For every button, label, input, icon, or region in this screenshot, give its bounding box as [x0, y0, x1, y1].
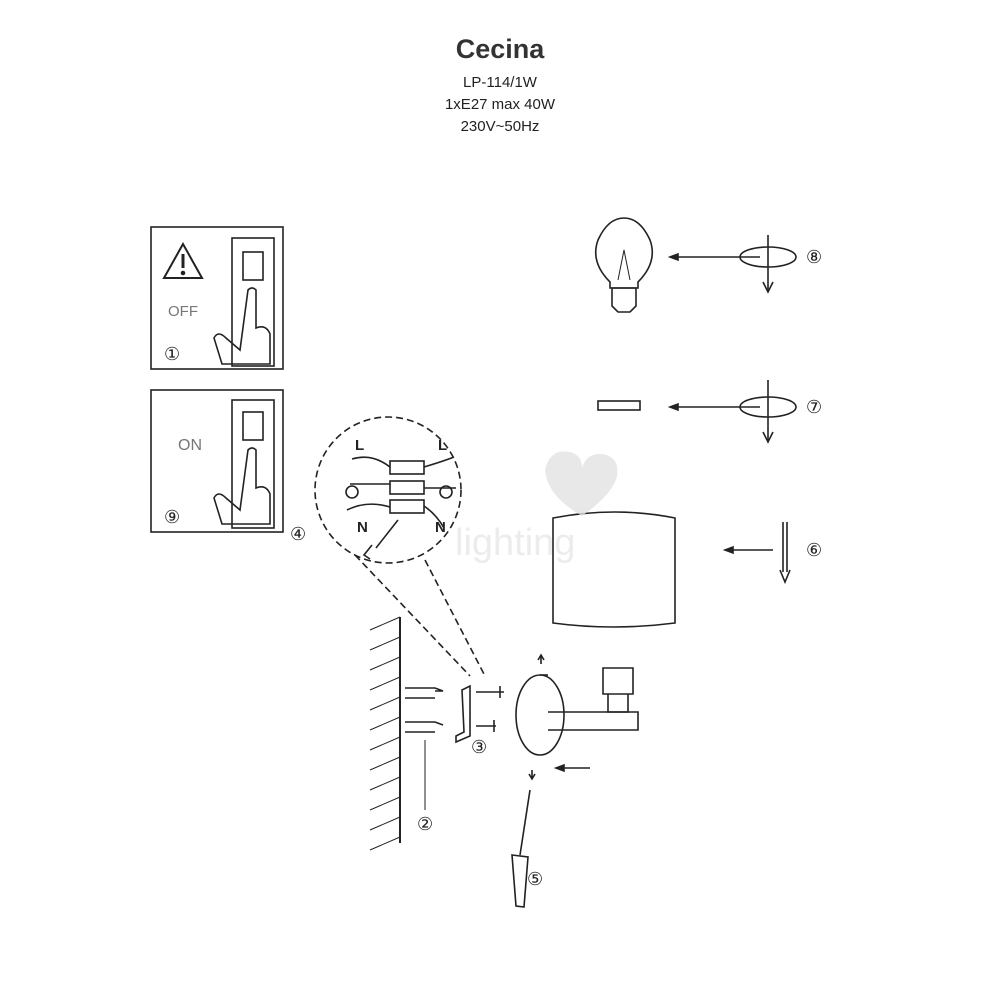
neutral-left-label: N	[357, 519, 368, 536]
step-9: ⑨	[164, 507, 180, 527]
svg-text:lighting: lighting	[455, 522, 575, 564]
step-3: ③	[471, 737, 487, 757]
hand-icon	[213, 287, 271, 365]
off-label: OFF	[168, 303, 198, 320]
live-left-label: L	[355, 437, 364, 454]
step-bulb: ⑧	[594, 217, 822, 313]
panel-power-off: OFF ①	[150, 226, 284, 370]
switch-icon	[231, 399, 275, 529]
voltage-spec: 230V~50Hz	[460, 118, 540, 135]
step-ring: ⑦	[597, 380, 822, 444]
socket-icon	[602, 667, 634, 713]
step-1: ①	[164, 344, 180, 364]
switch-icon	[231, 237, 275, 367]
hand-icon	[213, 447, 271, 525]
wall-plate-icon	[515, 674, 565, 756]
bulb-spec: 1xE27 max 40W	[444, 96, 556, 113]
product-title: Cecina	[455, 34, 545, 64]
step-7: ⑦	[806, 397, 822, 417]
bracket-icon	[455, 684, 471, 744]
arm-icon	[548, 711, 639, 731]
terminal-block	[389, 460, 425, 475]
warning-icon	[162, 241, 204, 279]
model-number: LP-114/1W	[463, 74, 537, 91]
step-2: ②	[417, 814, 433, 834]
ground-icon	[439, 485, 453, 499]
ring-nut-icon	[597, 400, 641, 411]
step-5: ⑤	[527, 869, 543, 889]
live-right-label: L	[438, 437, 447, 454]
on-label: ON	[178, 437, 202, 454]
lamp-base: ⑤	[511, 653, 639, 908]
screwdriver-icon	[511, 789, 531, 908]
wall-plug-icon	[405, 687, 444, 733]
step-6: ⑥	[806, 540, 822, 560]
watermark-logo: lighting	[455, 451, 618, 564]
bulb-icon	[594, 217, 654, 289]
lampshade-icon	[552, 511, 676, 628]
wall-mounting: ② ③	[369, 616, 504, 851]
panel-power-on: ON ⑨	[150, 389, 284, 533]
step-shade: ⑥	[552, 511, 822, 628]
wiring-detail: L L N N ④	[290, 416, 486, 677]
neutral-right-label: N	[435, 519, 446, 536]
step-8: ⑧	[806, 247, 822, 267]
ground-icon	[345, 485, 359, 499]
step-4: ④	[290, 524, 306, 544]
screw-icon	[476, 686, 504, 732]
screwdriver-icon	[362, 519, 399, 560]
